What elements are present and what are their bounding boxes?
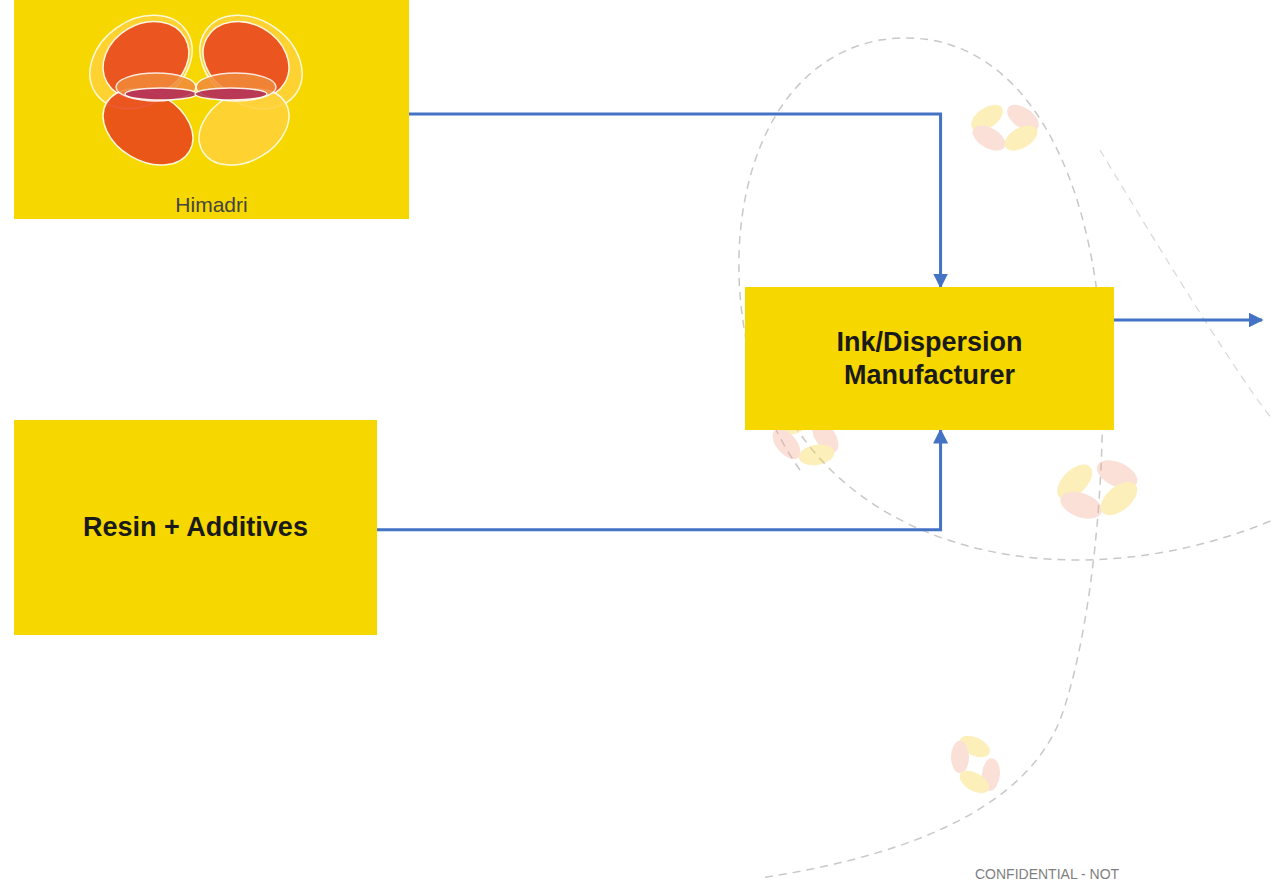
logo-petal bbox=[125, 88, 197, 100]
flow-arrow bbox=[377, 430, 941, 530]
process-box: Ink/Dispersion Manufacturer bbox=[745, 287, 1114, 430]
logo-petal bbox=[89, 6, 203, 113]
footer-note: CONFIDENTIAL - NOT bbox=[975, 866, 1119, 882]
wing bbox=[951, 741, 969, 773]
logo-petal bbox=[185, 74, 302, 181]
box-label: Resin + Additives bbox=[83, 511, 308, 543]
wing bbox=[956, 766, 993, 798]
wing bbox=[968, 120, 1009, 155]
wing bbox=[1000, 120, 1041, 155]
wing bbox=[1057, 486, 1106, 523]
logo-petal bbox=[196, 73, 276, 101]
decor-butterfly bbox=[1047, 448, 1150, 530]
dashed-swirl bbox=[1100, 150, 1273, 420]
decor-butterfly bbox=[936, 722, 1014, 807]
wing bbox=[1095, 475, 1144, 521]
logo-petal bbox=[195, 88, 267, 100]
decor-butterfly bbox=[967, 99, 1044, 155]
flow-arrow bbox=[409, 114, 941, 287]
box-label: Ink/Dispersion Manufacturer bbox=[761, 326, 1098, 391]
dashed-swirl bbox=[739, 38, 1103, 878]
logo-petal bbox=[89, 74, 206, 181]
logo-box: Himadri bbox=[14, 0, 409, 219]
logo-name: Himadri bbox=[14, 192, 409, 217]
logo-petal bbox=[116, 73, 196, 101]
logo-petal bbox=[189, 6, 303, 113]
wing bbox=[797, 442, 836, 468]
output-arrow bbox=[1114, 319, 1262, 322]
process-box: Resin + Additives bbox=[14, 420, 377, 635]
butterfly-logo bbox=[14, 0, 377, 219]
